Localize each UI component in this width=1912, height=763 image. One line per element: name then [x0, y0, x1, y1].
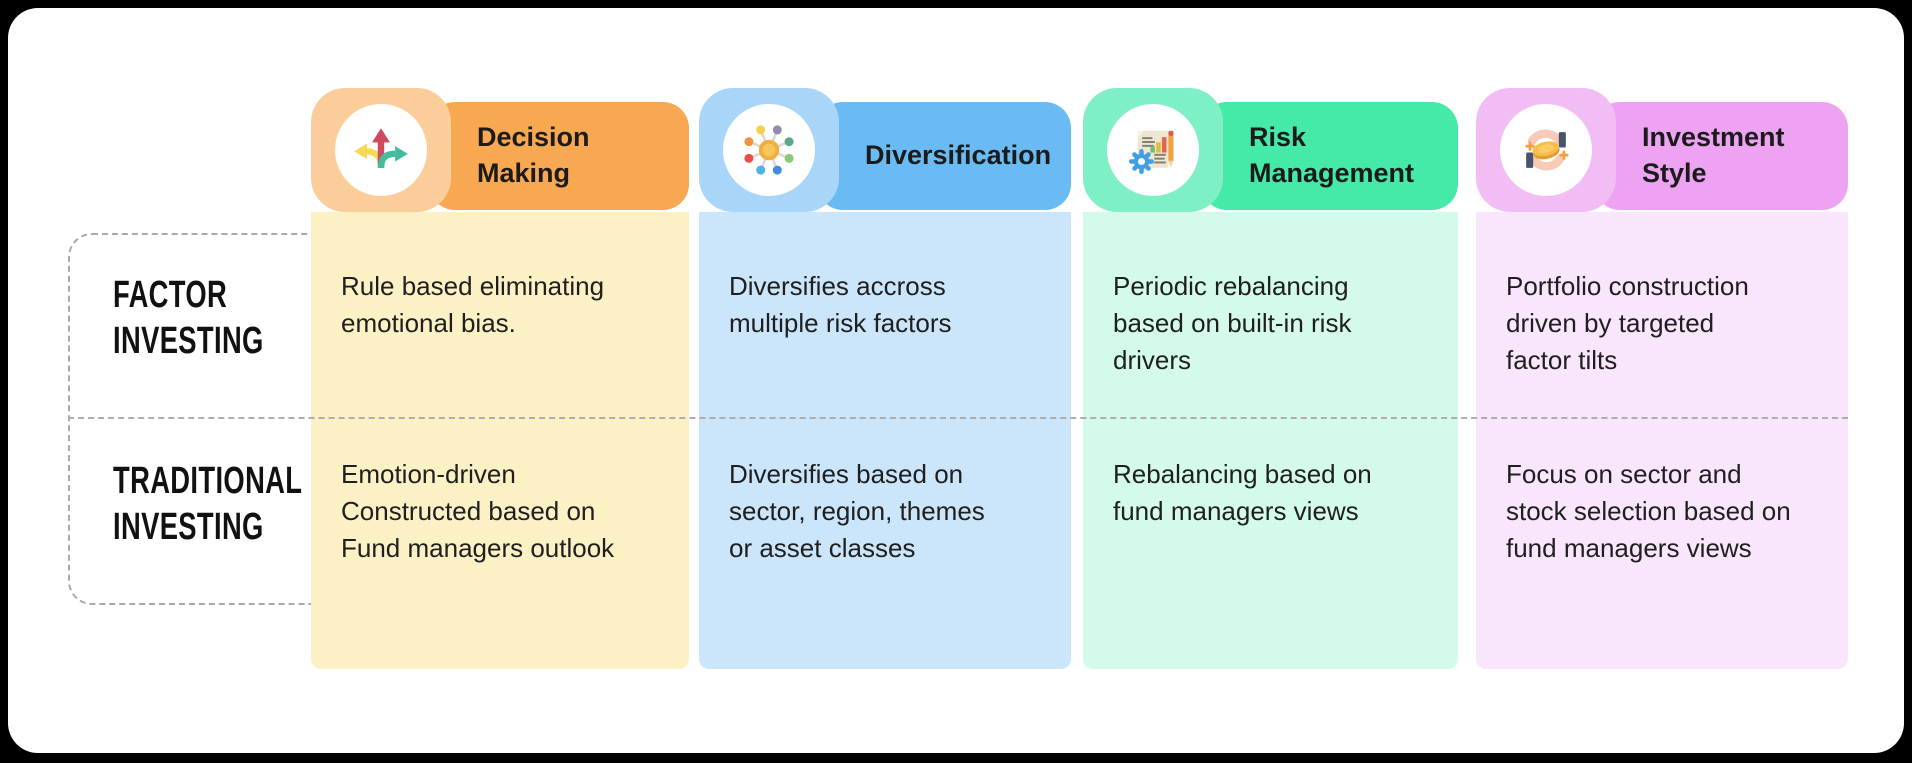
cell-factor-investment-style: Portfolio construction driven by targete… [1506, 271, 1749, 375]
icon-circle [723, 104, 815, 196]
column-header-pill-investment-style: Investment Style [1594, 102, 1848, 210]
column-body-investment-style: Portfolio construction driven by targete… [1476, 212, 1848, 669]
column-diversification: Diversifies accross multiple risk factor… [699, 88, 1071, 669]
network-dots-icon [744, 125, 794, 175]
hands-holding-coin-icon [1525, 129, 1569, 171]
icon-tile-diversification [699, 88, 839, 212]
cell-factor-risk-management: Periodic rebalancing based on built-in r… [1113, 271, 1352, 375]
icon-tile-decision-making [311, 88, 451, 212]
cell-traditional-risk-management: Rebalancing based on fund managers views [1113, 459, 1372, 526]
column-investment-style: Portfolio construction driven by targete… [1476, 88, 1848, 669]
cell-factor-diversification: Diversifies accross multiple risk factor… [729, 271, 952, 338]
row-label-traditional-investing: TRADITIONAL INVESTING [113, 460, 303, 549]
icon-circle [1107, 104, 1199, 196]
icon-circle [1500, 104, 1592, 196]
three-way-arrows-icon [354, 128, 408, 169]
column-header-pill-diversification: Diversification [817, 102, 1071, 210]
icon-circle [335, 104, 427, 196]
cell-factor-decision-making: Rule based eliminating emotional bias. [341, 271, 605, 338]
row-label-factor-investing: FACTOR INVESTING [113, 274, 264, 363]
row-divider-dashed-line [68, 417, 1848, 419]
column-header-pill-risk-management: Risk Management [1201, 102, 1458, 210]
cell-traditional-investment-style: Focus on sector and stock selection base… [1506, 459, 1791, 563]
column-title-diversification: Diversification [865, 140, 1052, 171]
column-title-risk-management: Risk Management [1249, 122, 1415, 188]
icon-tile-investment-style [1476, 88, 1616, 212]
column-body-diversification: Diversifies accross multiple risk factor… [699, 212, 1071, 669]
cell-traditional-diversification: Diversifies based on sector, region, the… [729, 459, 985, 563]
cell-traditional-decision-making: Emotion-driven Constructed based on Fund… [341, 459, 615, 563]
column-body-decision-making: Rule based eliminating emotional bias. E… [311, 212, 689, 669]
column-header-pill-decision-making: Decision Making [429, 102, 689, 210]
icon-tile-risk-management [1083, 88, 1223, 212]
column-decision-making: Rule based eliminating emotional bias. E… [311, 88, 689, 669]
column-body-risk-management: Periodic rebalancing based on built-in r… [1083, 212, 1458, 669]
column-title-decision-making: Decision Making [477, 122, 590, 188]
report-gear-pencil-icon [1129, 130, 1174, 174]
column-risk-management: Periodic rebalancing based on built-in r… [1083, 88, 1458, 669]
column-title-investment-style: Investment Style [1642, 122, 1785, 188]
row-labels-dashed-box [68, 233, 322, 605]
